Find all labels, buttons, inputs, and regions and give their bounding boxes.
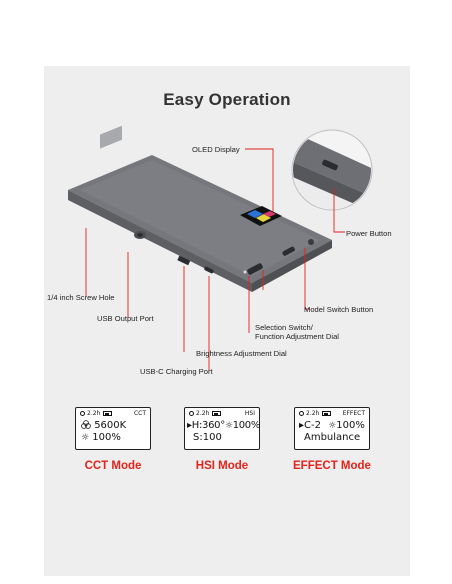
status-bar: 2.2h <box>189 410 222 417</box>
screen-line-1: ▸C-2 ☼100% <box>299 420 365 432</box>
status-bar: 2.2h <box>80 410 113 417</box>
mode-indicator: CCT <box>133 410 146 417</box>
label-brightness-dial: Brightness Adjustment Dial <box>196 349 287 358</box>
sun-icon: ☼ <box>328 421 337 431</box>
page-title: Easy Operation <box>163 90 291 109</box>
battery-icon <box>103 411 113 416</box>
rgb-circles-icon <box>81 420 91 429</box>
hue-value: ▸H:360° <box>187 420 225 431</box>
saturation-value: S:100 <box>193 432 222 443</box>
label-oled-display: OLED Display <box>192 145 240 154</box>
leader-lines <box>85 148 345 371</box>
clock-icon <box>299 411 304 416</box>
mode-label-hsi: HSI Mode <box>195 460 249 472</box>
usbc-port <box>204 266 214 274</box>
battery-icon <box>212 411 222 416</box>
status-bar: 2.2h <box>299 410 332 417</box>
brightness-value: 100% <box>92 432 121 443</box>
battery-time: 2.2h <box>87 410 101 417</box>
mode-label-cct: CCT Mode <box>84 460 142 472</box>
label-selection-switch: Selection Switch/ Function Adjustment Di… <box>255 323 339 341</box>
screen-line-2: S:100 <box>193 432 222 443</box>
effect-channel: ▸C-2 <box>299 420 321 431</box>
sticker <box>100 125 122 149</box>
screen-line-1: 5600K <box>81 420 126 431</box>
mode-label-effect: EFFECT Mode <box>293 460 371 472</box>
mode-indicator: HSI <box>244 410 255 417</box>
clock-icon <box>189 411 194 416</box>
usb-output-port <box>177 255 191 266</box>
screen-line-1: ▸H:360°☼100% <box>187 420 260 432</box>
label-usb-output: USB Output Port <box>97 314 154 323</box>
battery-time: 2.2h <box>306 410 320 417</box>
selection-dial <box>282 246 295 256</box>
effect-name: Ambulance <box>304 432 361 443</box>
led-light-body <box>68 155 332 292</box>
battery-time: 2.2h <box>196 410 210 417</box>
screen-cct: 2.2h CCT 5600K ☼ 100% <box>75 407 151 450</box>
brightness-dial <box>247 263 263 275</box>
screen-line-2: ☼ 100% <box>81 432 121 444</box>
battery-icon <box>322 411 332 416</box>
label-power-button: Power Button <box>346 229 392 238</box>
brightness-value: 100% <box>336 420 365 431</box>
screen-line-2: Ambulance <box>304 432 360 443</box>
brightness-value: 100% <box>232 420 261 431</box>
label-model-switch: Model Switch Button <box>304 305 374 314</box>
cct-value: 5600K <box>94 420 127 431</box>
label-screw-hole: 1/4 inch Screw Hole <box>47 293 115 302</box>
screen-effect: 2.2h EFFECT ▸C-2 ☼100% Ambulance <box>294 407 370 450</box>
screen-hsi: 2.2h HSI ▸H:360°☼100% S:100 <box>184 407 260 450</box>
power-button-detail <box>291 129 373 211</box>
mode-indicator: EFFECT <box>342 410 365 417</box>
sun-icon: ☼ <box>224 421 233 431</box>
label-selection-switch-line1: Selection Switch/ <box>255 323 313 332</box>
sun-icon: ☼ <box>81 433 90 443</box>
label-selection-switch-line2: Function Adjustment Dial <box>255 332 339 341</box>
model-switch-knob <box>308 239 314 245</box>
label-usbc-charging: USB-C Charging Port <box>140 367 213 376</box>
clock-icon <box>80 411 85 416</box>
oled-screen <box>240 206 282 226</box>
